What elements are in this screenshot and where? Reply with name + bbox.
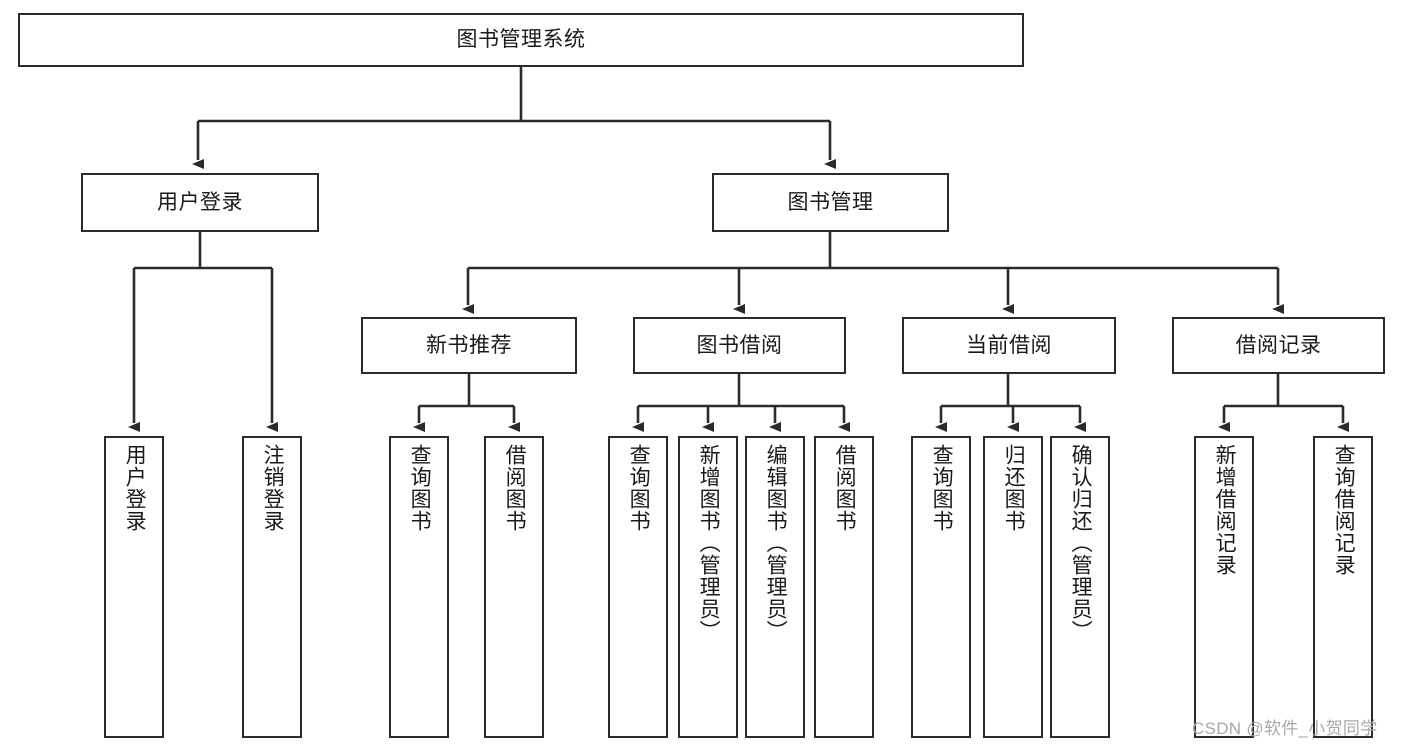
node-leaf-query-book-1[interactable]: 查询图书 bbox=[389, 436, 449, 738]
node-label: 借阅图书 bbox=[503, 444, 527, 532]
node-label: 图书借阅 bbox=[696, 333, 783, 357]
node-label: 新增借阅记录 bbox=[1213, 444, 1237, 576]
node-leaf-edit-book-admin[interactable]: 编辑图书（管理员） bbox=[745, 436, 805, 738]
node-new-book-recommend[interactable]: 新书推荐 bbox=[361, 317, 577, 374]
node-borrow-record[interactable]: 借阅记录 bbox=[1172, 317, 1385, 374]
node-label: 注销登录 bbox=[261, 444, 285, 532]
node-label: 图书管理 bbox=[787, 190, 874, 214]
node-leaf-add-borrow-record[interactable]: 新增借阅记录 bbox=[1194, 436, 1254, 738]
node-leaf-return-book[interactable]: 归还图书 bbox=[983, 436, 1043, 738]
node-label: 用户登录 bbox=[157, 190, 243, 214]
node-label: 编辑图书（管理员） bbox=[764, 444, 788, 642]
node-leaf-user-login[interactable]: 用户登录 bbox=[104, 436, 164, 738]
node-leaf-borrow-book-2[interactable]: 借阅图书 bbox=[814, 436, 874, 738]
node-current-borrow[interactable]: 当前借阅 bbox=[902, 317, 1116, 374]
node-leaf-query-borrow-record[interactable]: 查询借阅记录 bbox=[1313, 436, 1373, 738]
node-label: 新增图书（管理员） bbox=[697, 444, 721, 642]
node-label: 用户登录 bbox=[123, 444, 147, 532]
node-root[interactable]: 图书管理系统 bbox=[18, 13, 1024, 67]
node-label: 查询图书 bbox=[408, 444, 432, 532]
node-label: 确认归还（管理员） bbox=[1069, 444, 1093, 642]
node-leaf-add-book-admin[interactable]: 新增图书（管理员） bbox=[678, 436, 738, 738]
node-book-manage[interactable]: 图书管理 bbox=[712, 173, 949, 232]
node-label: 归还图书 bbox=[1002, 444, 1026, 532]
node-leaf-confirm-return[interactable]: 确认归还（管理员） bbox=[1050, 436, 1110, 738]
node-label: 借阅记录 bbox=[1235, 333, 1322, 357]
node-label: 查询图书 bbox=[627, 444, 651, 532]
node-user-login[interactable]: 用户登录 bbox=[81, 173, 319, 232]
node-label: 当前借阅 bbox=[966, 333, 1052, 357]
node-label: 新书推荐 bbox=[426, 333, 512, 357]
csdn-watermark: CSDN @软件_小贺同学 bbox=[1192, 719, 1378, 738]
node-book-borrow[interactable]: 图书借阅 bbox=[633, 317, 846, 374]
node-leaf-query-book-3[interactable]: 查询图书 bbox=[911, 436, 971, 738]
node-label: 借阅图书 bbox=[833, 444, 857, 532]
node-label: 图书管理系统 bbox=[456, 28, 586, 52]
node-label: 查询借阅记录 bbox=[1332, 444, 1356, 576]
node-leaf-borrow-book-1[interactable]: 借阅图书 bbox=[484, 436, 544, 738]
node-leaf-query-book-2[interactable]: 查询图书 bbox=[608, 436, 668, 738]
node-label: 查询图书 bbox=[930, 444, 954, 532]
node-leaf-logout-login[interactable]: 注销登录 bbox=[242, 436, 302, 738]
